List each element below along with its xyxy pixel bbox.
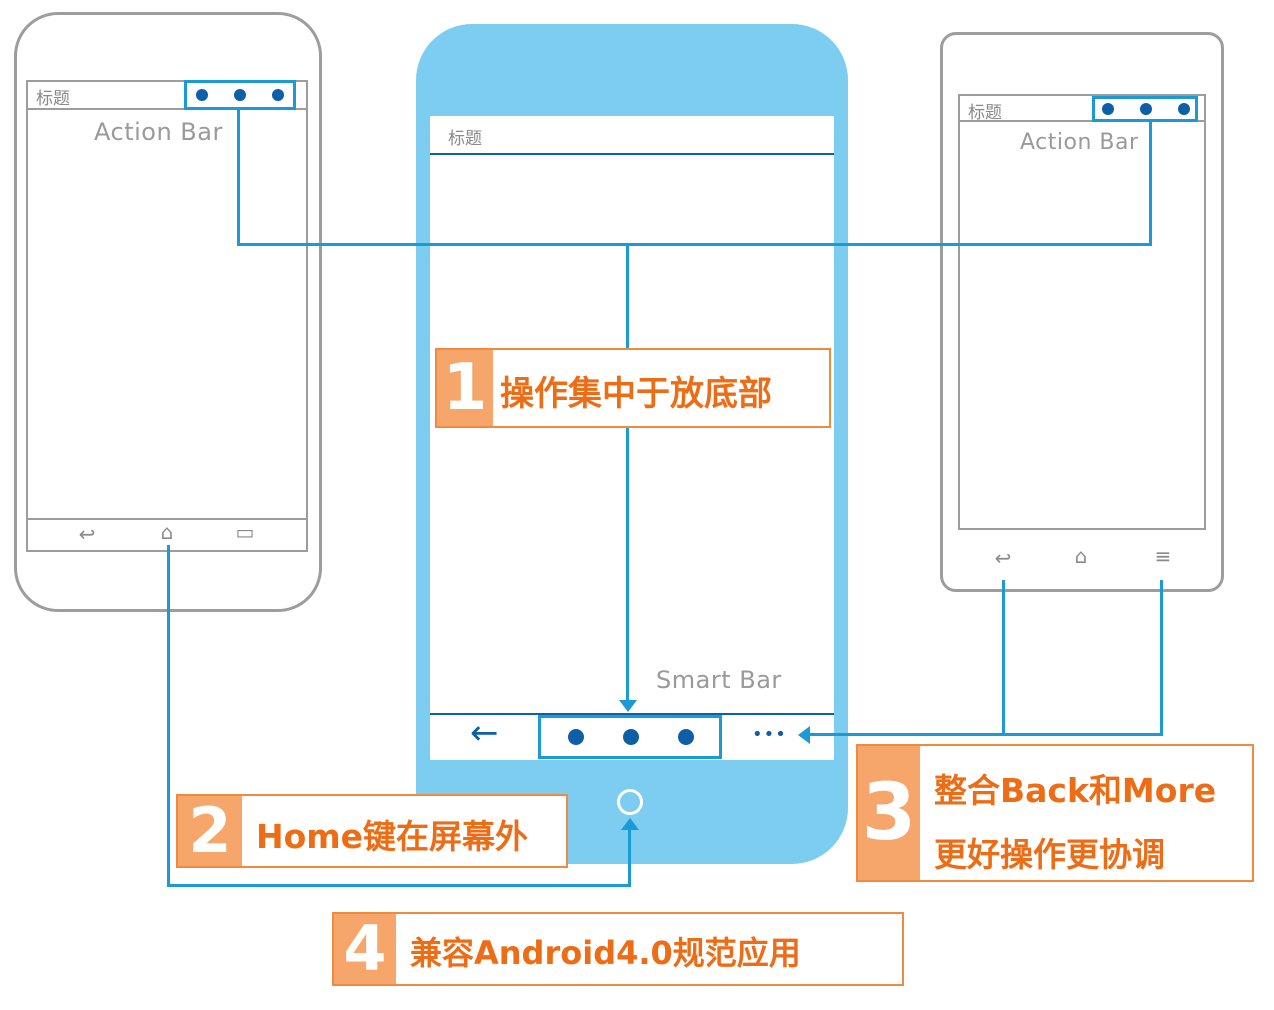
home-button-icon[interactable] [617, 789, 643, 815]
smart-bar-divider [430, 713, 834, 715]
action-dot [568, 729, 584, 745]
connector [1149, 122, 1152, 246]
connector [1160, 580, 1163, 736]
right-action-bar-label: Action Bar [1020, 130, 1139, 155]
callout-2-number: 2 [178, 796, 242, 866]
menu-dot [1102, 103, 1114, 115]
callout-3-line1: 整合Back和More [934, 771, 1217, 810]
callout-1 [435, 348, 831, 428]
right-title-bar [960, 96, 1204, 122]
menu-dot [1178, 103, 1190, 115]
left-nav-bar [28, 518, 306, 520]
callout-4-text: 兼容Android4.0规范应用 [410, 934, 801, 972]
callout-3 [856, 744, 1254, 882]
connector [237, 243, 1152, 246]
menu-dot [234, 89, 246, 101]
connector [628, 830, 631, 887]
arrow-up-icon [621, 818, 639, 830]
callout-1-number: 1 [437, 350, 493, 426]
connector [1002, 580, 1005, 736]
more-icon[interactable]: ••• [752, 724, 787, 745]
right-title: 标题 [968, 103, 1002, 123]
recents-icon[interactable]: ▭ [235, 520, 255, 544]
left-title: 标题 [36, 89, 70, 109]
callout-3-number: 3 [858, 746, 920, 880]
smart-bar-label: Smart Bar [656, 666, 782, 694]
home-icon[interactable]: ⌂ [160, 520, 174, 544]
connector [167, 884, 631, 887]
connector [167, 545, 170, 887]
connector [237, 110, 240, 246]
callout-1-text: 操作集中于放底部 [500, 374, 772, 414]
callout-3-line2: 更好操作更协调 [934, 835, 1165, 874]
action-dot [623, 729, 639, 745]
middle-title: 标题 [448, 129, 482, 149]
left-title-bar [28, 82, 306, 110]
home-icon[interactable]: ⌂ [1074, 544, 1088, 568]
menu-dot [1140, 103, 1152, 115]
menu-icon[interactable]: ≡ [1154, 544, 1172, 568]
middle-phone-screen [430, 116, 834, 760]
connector [810, 733, 1163, 736]
connector [626, 243, 629, 703]
callout-4-number: 4 [334, 914, 396, 984]
arrow-left-icon [798, 726, 810, 744]
left-action-bar-label: Action Bar [94, 118, 223, 146]
back-icon[interactable]: ↩ [78, 522, 96, 546]
menu-dot [272, 89, 284, 101]
menu-dot [196, 89, 208, 101]
callout-2-text: Home键在屏幕外 [256, 817, 529, 856]
back-icon[interactable]: ← [470, 713, 499, 753]
right-phone-screen [958, 94, 1206, 530]
callout-4 [332, 912, 904, 986]
back-icon[interactable]: ↩ [994, 546, 1012, 570]
action-dot [678, 729, 694, 745]
arrow-down-icon [619, 700, 637, 712]
left-phone-screen [26, 80, 308, 552]
middle-title-divider [430, 153, 834, 155]
